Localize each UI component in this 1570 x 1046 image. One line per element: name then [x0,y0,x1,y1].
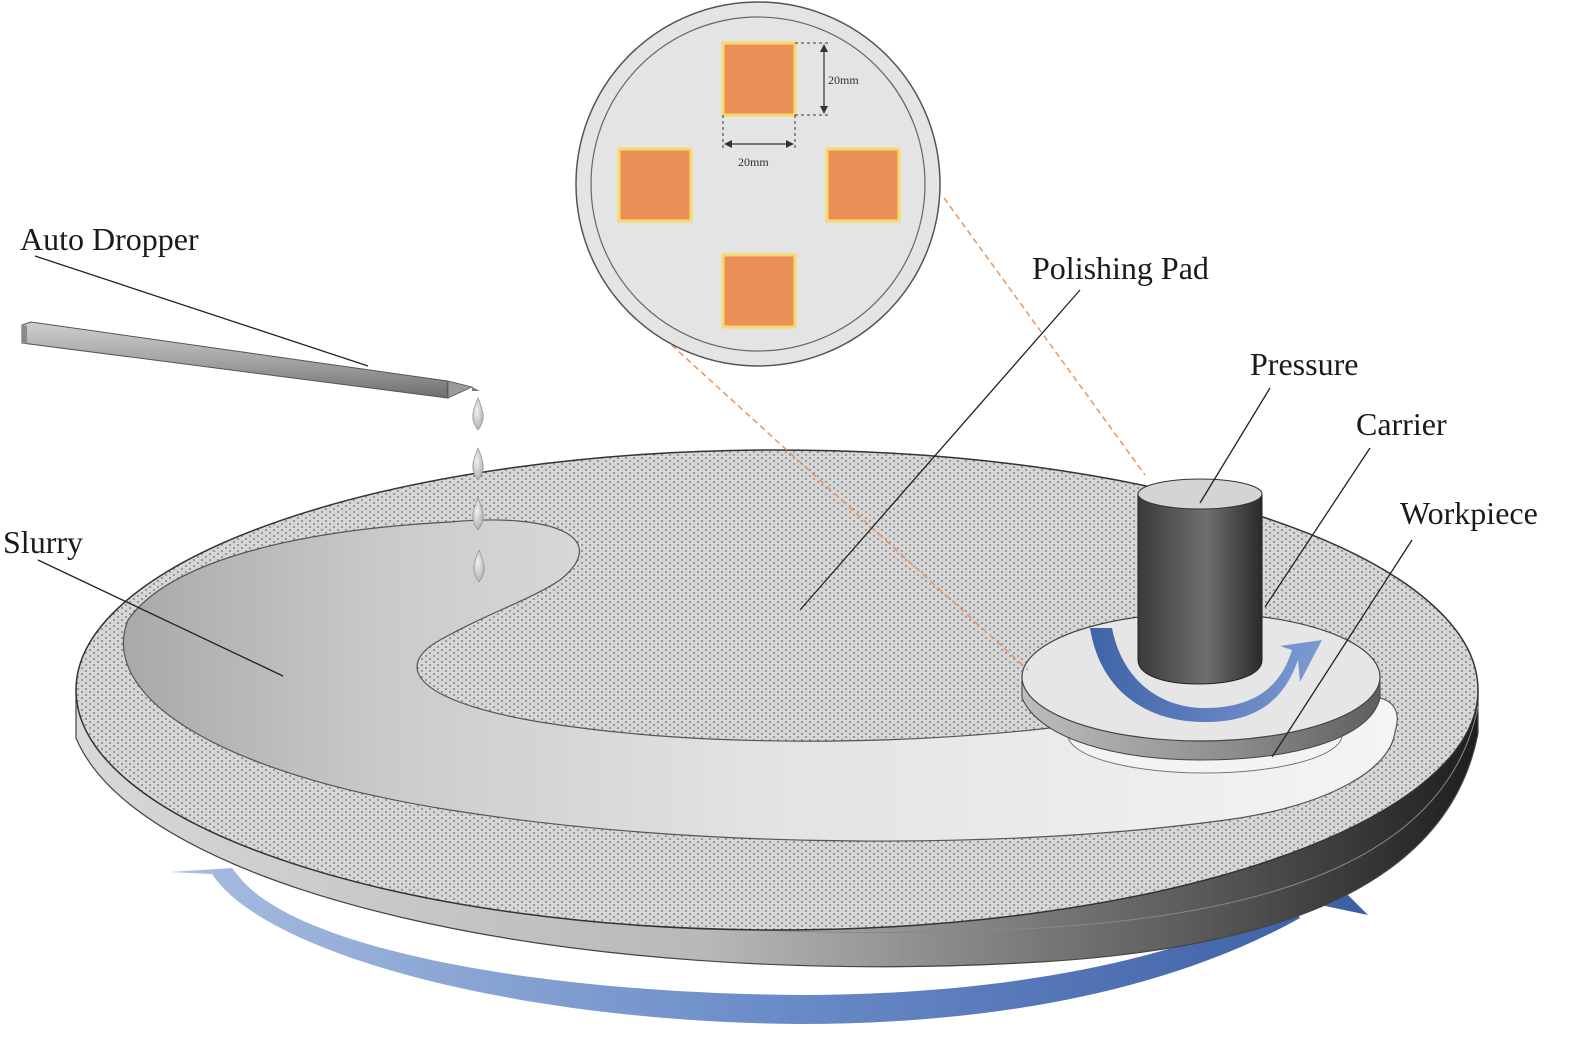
dim-horizontal-label: 20mm [738,155,769,169]
sample-bottom [721,253,797,329]
auto-dropper [21,321,480,399]
label-slurry: Slurry [3,524,83,560]
sample-left [617,147,693,223]
dim-vertical-label: 20mm [828,73,859,87]
platen-rotation-arrow [170,868,1368,1024]
sample-right [825,147,901,223]
leader-lines [34,255,1413,758]
carrier-rotation-arrow [1090,628,1322,722]
slurry-drops [472,397,485,583]
inset-detail: 20mm 20mm [575,1,941,367]
label-carrier: Carrier [1356,406,1447,442]
label-pressure: Pressure [1250,346,1358,382]
pressure-cylinder [1137,478,1263,510]
slurry-region [122,519,1398,842]
zoom-lines [641,197,1146,671]
label-polishing-pad: Polishing Pad [1032,250,1209,286]
carrier-assembly [1021,478,1381,774]
label-workpiece: Workpiece [1400,495,1538,531]
sample-top [721,41,797,117]
label-auto-dropper: Auto Dropper [20,221,199,257]
